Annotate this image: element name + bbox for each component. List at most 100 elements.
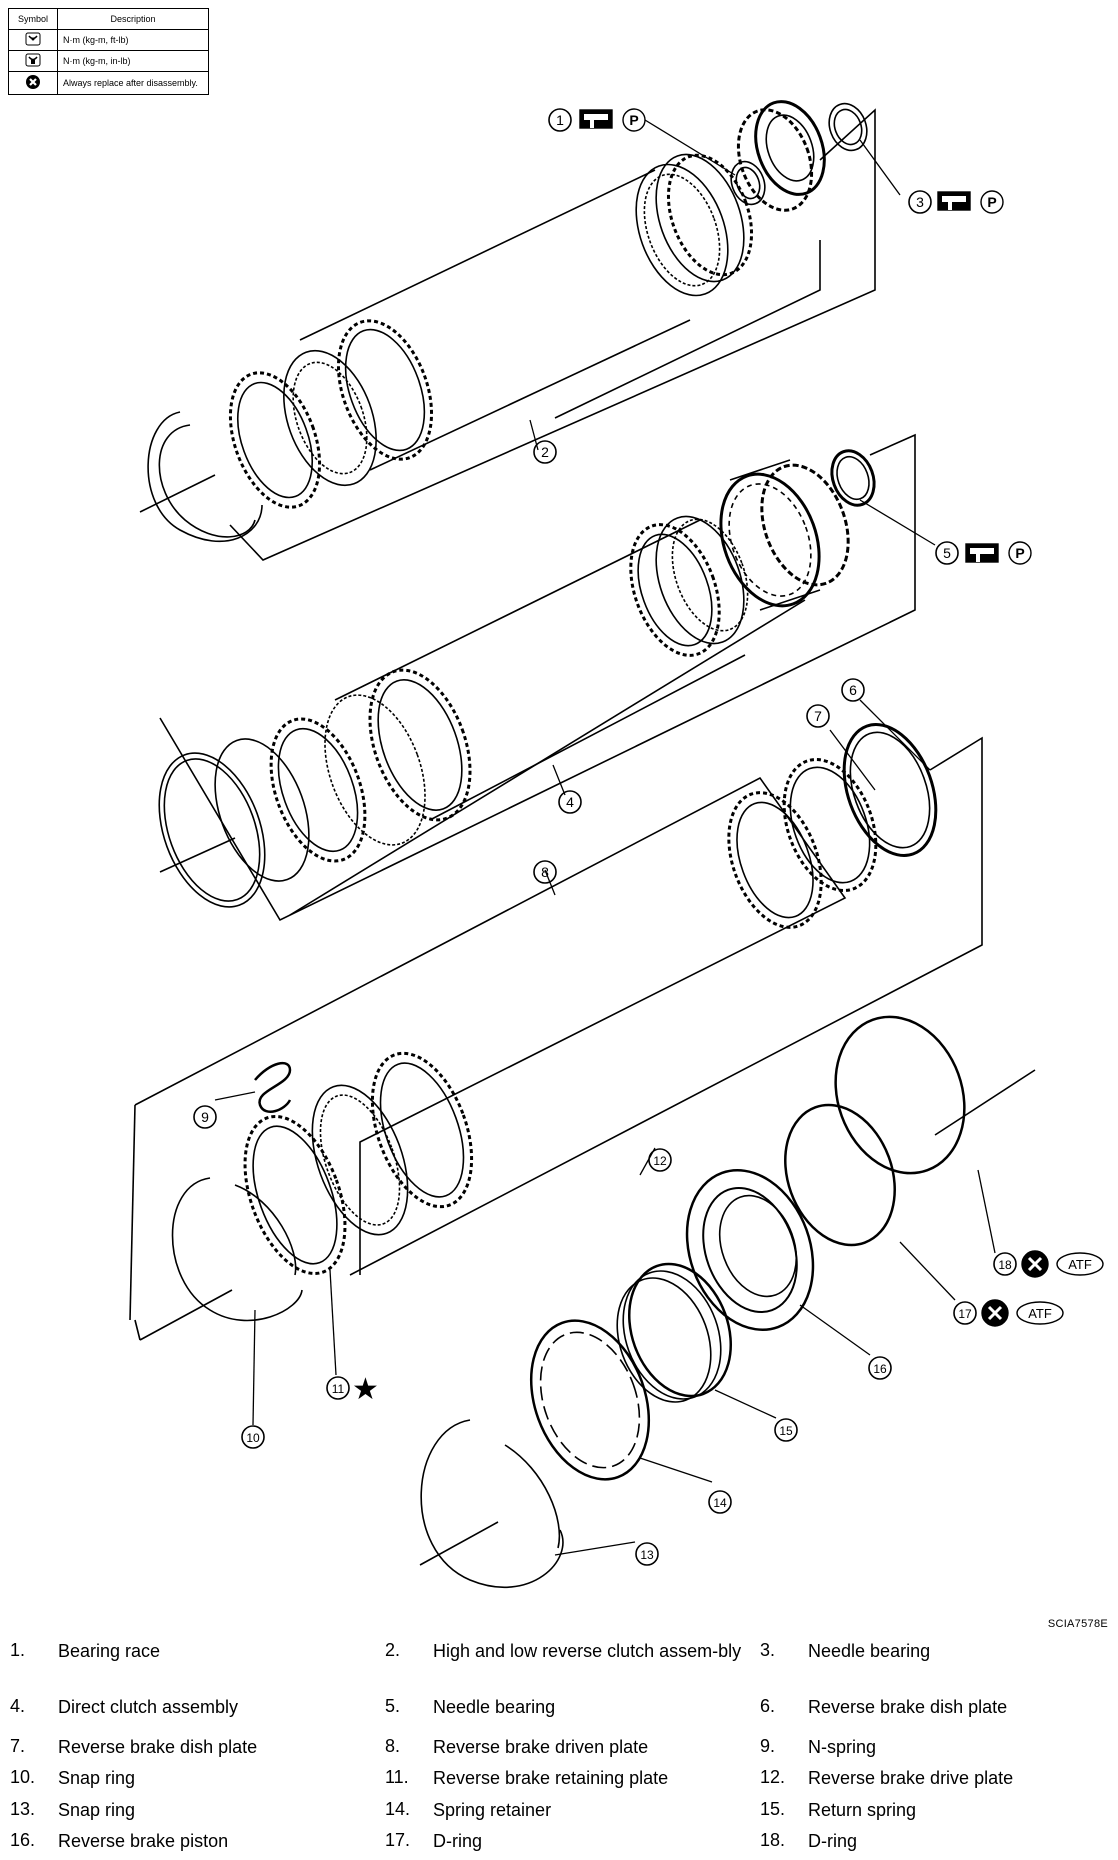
leader-line bbox=[799, 1304, 871, 1356]
center-axis-line bbox=[139, 474, 216, 513]
part-number: 10. bbox=[10, 1767, 36, 1787]
legend-description: Always replace after disassembly. bbox=[57, 71, 209, 95]
drive-plate bbox=[319, 1094, 401, 1226]
group-bracket bbox=[229, 108, 876, 561]
brake-piston bbox=[702, 1187, 798, 1313]
snap-ring bbox=[147, 411, 263, 543]
leader-line bbox=[977, 1169, 996, 1254]
reverse-brake-group bbox=[129, 723, 1036, 1588]
svg-text:9: 9 bbox=[201, 1109, 209, 1125]
spring-retainer bbox=[539, 1331, 641, 1469]
svg-text:5: 5 bbox=[943, 545, 951, 561]
clutch-drum bbox=[728, 483, 812, 597]
part-number: 1. bbox=[10, 1640, 26, 1660]
part-name: Spring retainer bbox=[433, 1800, 552, 1820]
callout-6: 6 bbox=[841, 678, 865, 702]
svg-text:17: 17 bbox=[958, 1307, 972, 1321]
svg-text:1: 1 bbox=[556, 112, 564, 128]
svg-text:10: 10 bbox=[246, 1431, 260, 1445]
svg-text:7: 7 bbox=[814, 708, 822, 724]
callout-16: 16 bbox=[868, 1356, 892, 1380]
svg-text:6: 6 bbox=[849, 682, 857, 698]
part-number: 6. bbox=[760, 1696, 776, 1716]
clutch-plate bbox=[228, 371, 322, 509]
part-number: 11. bbox=[385, 1767, 409, 1787]
drive-plate bbox=[311, 1084, 409, 1236]
dish-plate bbox=[782, 758, 878, 892]
part-number: 14. bbox=[385, 1799, 411, 1819]
clutch-hub bbox=[736, 108, 814, 212]
part-name: D-ring bbox=[808, 1831, 858, 1851]
part-item: 8.Reverse brake driven plate bbox=[385, 1736, 743, 1758]
part-item: 10. Snap ring bbox=[10, 1767, 368, 1789]
svg-text:P: P bbox=[987, 194, 996, 210]
callout-group: 1 3 2 5 6 7 4 8 9 12 18 17 11 16 10 15 1… bbox=[193, 108, 1017, 1566]
clutch-hub bbox=[765, 114, 815, 182]
petroleum-jelly-icon: P bbox=[622, 108, 646, 132]
svg-text:ATF: ATF bbox=[1028, 1306, 1052, 1321]
part-name: Reverse brake piston bbox=[58, 1831, 229, 1851]
clutch-plate bbox=[283, 349, 377, 487]
return-spring bbox=[628, 1262, 732, 1398]
bearing-race bbox=[735, 166, 761, 200]
svg-text:8: 8 bbox=[541, 864, 549, 880]
clutch-plate bbox=[377, 679, 463, 811]
atf-icon: ATF bbox=[1016, 1301, 1064, 1325]
part-item: 9.N-spring bbox=[760, 1736, 1118, 1758]
drum-outline bbox=[729, 459, 791, 481]
svg-text:P: P bbox=[1015, 545, 1024, 561]
part-item: 1.Bearing race bbox=[10, 1640, 368, 1662]
part-number: 5. bbox=[385, 1696, 401, 1716]
part-item: 16.Reverse brake piston bbox=[10, 1830, 368, 1852]
grease-gun-icon bbox=[937, 191, 971, 211]
part-number: 8. bbox=[385, 1736, 401, 1756]
leader-line bbox=[899, 1241, 956, 1301]
d-ring bbox=[784, 1103, 896, 1247]
part-number: 18. bbox=[760, 1830, 786, 1850]
n-spring bbox=[254, 1061, 292, 1114]
return-spring bbox=[622, 1270, 722, 1400]
part-item: 4.Direct clutch assembly bbox=[10, 1696, 368, 1718]
drum-outline bbox=[429, 654, 746, 821]
svg-text:3: 3 bbox=[916, 194, 924, 210]
part-name: Reverse brake retaining plate bbox=[433, 1768, 669, 1788]
callout-15: 15 bbox=[774, 1418, 798, 1442]
needle-bearing bbox=[836, 455, 870, 501]
part-number: 13. bbox=[10, 1799, 36, 1819]
callout-13: 13 bbox=[635, 1542, 659, 1566]
snap-ring bbox=[420, 1419, 564, 1588]
group-bracket bbox=[554, 240, 821, 419]
leader-line bbox=[859, 499, 936, 546]
always-replace-icon bbox=[981, 1299, 1009, 1327]
part-item: 14. Spring retainer bbox=[385, 1799, 743, 1821]
leader-line bbox=[639, 1457, 713, 1483]
clutch-drum bbox=[760, 463, 850, 587]
direct-clutch-group bbox=[158, 433, 916, 922]
atf-icon: ATF bbox=[1056, 1252, 1104, 1276]
star-icon: ★ bbox=[352, 1373, 379, 1406]
callout-8: 8 bbox=[533, 860, 557, 884]
d-ring bbox=[834, 1015, 966, 1175]
clutch-plate bbox=[666, 153, 754, 277]
part-item: 7.Reverse brake dish plate bbox=[10, 1736, 368, 1758]
exploded-view-diagram: 1 3 2 5 6 7 4 8 9 12 18 17 11 16 10 15 1… bbox=[129, 100, 1104, 1588]
grease-gun-icon bbox=[965, 543, 999, 563]
drive-plate bbox=[370, 1051, 474, 1209]
callout-9: 9 bbox=[193, 1105, 217, 1129]
clutch-plate bbox=[655, 515, 745, 645]
drive-plate bbox=[379, 1062, 465, 1198]
svg-text:P: P bbox=[629, 112, 638, 128]
part-number: 2. bbox=[385, 1640, 401, 1660]
part-name: Snap ring bbox=[58, 1768, 136, 1788]
leader-line bbox=[829, 729, 876, 791]
callout-3: 3 bbox=[908, 190, 932, 214]
part-name: High and low reverse clutch assem-bly bbox=[433, 1641, 742, 1661]
leader-line bbox=[329, 1269, 337, 1376]
part-name: N-spring bbox=[808, 1737, 877, 1757]
center-axis-line bbox=[419, 1521, 499, 1566]
symbol-legend-table: Symbol Description N·m (kg-m, ft-lb) N·m… bbox=[8, 8, 209, 95]
leader-lines bbox=[214, 119, 996, 1556]
clutch-drum bbox=[719, 472, 821, 608]
snap-ring bbox=[158, 752, 266, 908]
callout-4: 4 bbox=[558, 790, 582, 814]
